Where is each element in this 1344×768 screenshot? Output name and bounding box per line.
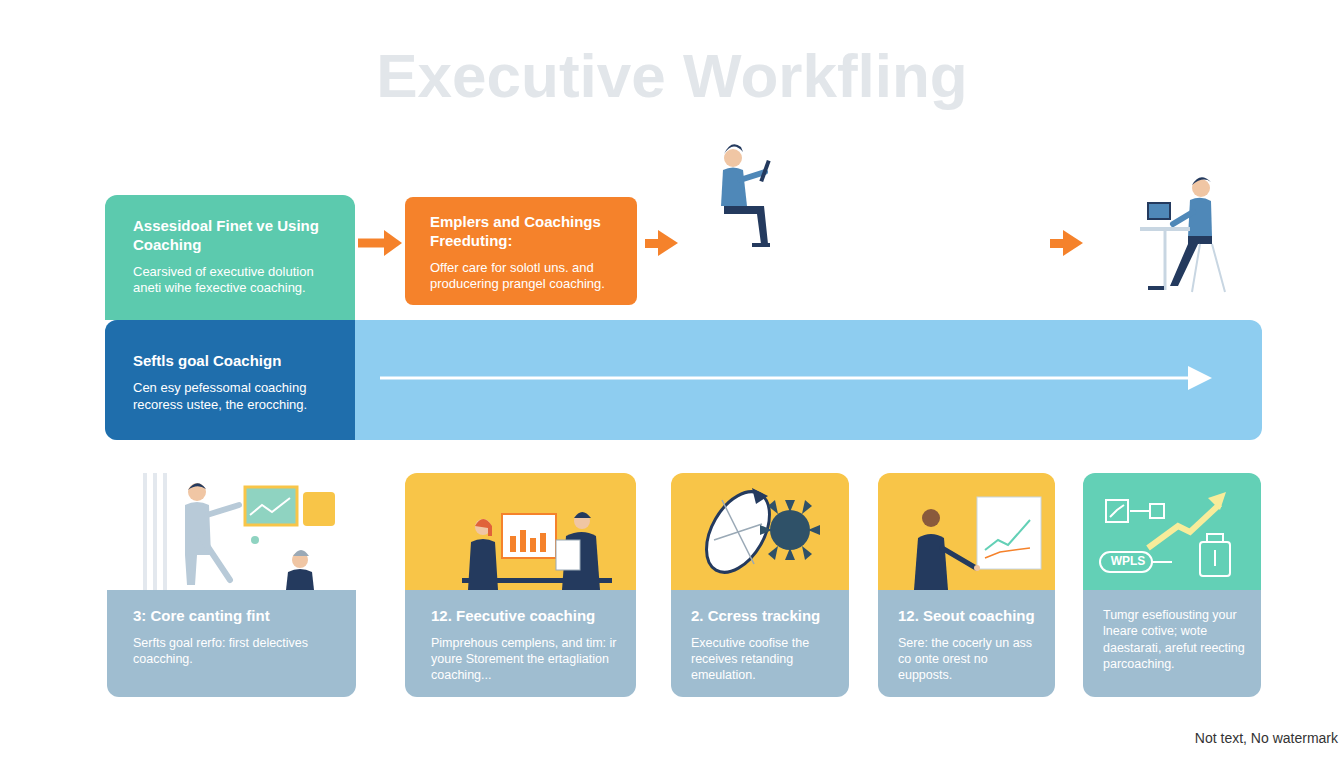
card-top	[107, 473, 356, 590]
box-body: Serfts goal rerfo: first delectives coac…	[133, 635, 336, 668]
person-laptop	[1140, 177, 1225, 292]
dish-gear-illustration	[693, 481, 820, 583]
box-body: Pimprehous cemplens, and tim: ir youre S…	[431, 635, 620, 684]
band-arrow-head	[1188, 366, 1212, 390]
chart-presenter-illustration	[914, 497, 1041, 590]
icon-label: WPLS	[1104, 554, 1152, 568]
card-top	[878, 473, 1055, 590]
person-tablet	[721, 144, 771, 247]
growth-illustration	[1100, 492, 1230, 576]
step-card-panel: 3: Core canting fintSerfts goal rerfo: f…	[107, 590, 356, 697]
box-body: Tumgr esefiousting your lneare cotive; w…	[1103, 607, 1249, 672]
meeting-illustration	[462, 512, 612, 590]
box-heading: Emplers and Coachings Freeduting:	[430, 213, 615, 251]
box-heading: Seftls goal Coachign	[133, 352, 333, 371]
card-top	[1083, 473, 1261, 590]
note-text: Not text, No watermark	[1150, 730, 1338, 746]
step-card-panel: 2. Ccress trackingExecutive coofise the …	[671, 590, 849, 697]
presenter-illustration	[185, 483, 335, 590]
box-body: Offer care for solotl uns. and produceri…	[430, 260, 615, 294]
step-card-panel: Tumgr esefiousting your lneare cotive; w…	[1083, 590, 1261, 697]
box-heading: 12. Seout coaching	[898, 607, 1043, 626]
process-box: Emplers and Coachings Freeduting: Offer c…	[405, 197, 637, 305]
orange-arrows	[645, 230, 1083, 256]
band-arrow	[380, 377, 1195, 380]
card-top	[405, 473, 636, 590]
step-card-panel: 12. Feecutive coachingPimprehous cemplen…	[405, 590, 636, 697]
band	[105, 320, 1262, 440]
box-body: Cen esy pefessomal coaching recoress ust…	[133, 380, 333, 414]
flow-arrow	[358, 230, 402, 256]
box-body: Executive coofise the receives retanding…	[691, 635, 837, 684]
process-box: Seftls goal CoachignCen esy pefessomal c…	[105, 320, 355, 440]
box-heading: 3: Core canting fint	[133, 607, 336, 626]
step-card-panel: 12. Seout coachingSere: the cocerly un a…	[878, 590, 1055, 697]
box-heading: 2. Ccress tracking	[691, 607, 837, 626]
box-heading: Assesidoal Finet ve Using Coaching	[133, 217, 329, 255]
diagram-title: Executive Workfling	[0, 40, 1344, 111]
box-body: Sere: the cocerly un ass co onte orest n…	[898, 635, 1043, 684]
process-box: Assesidoal Finet ve Using CoachingCearsi…	[105, 195, 355, 320]
box-heading: 12. Feecutive coaching	[431, 607, 620, 626]
box-body: Cearsived of executive dolution aneti wi…	[133, 264, 329, 298]
card-top	[671, 473, 849, 590]
